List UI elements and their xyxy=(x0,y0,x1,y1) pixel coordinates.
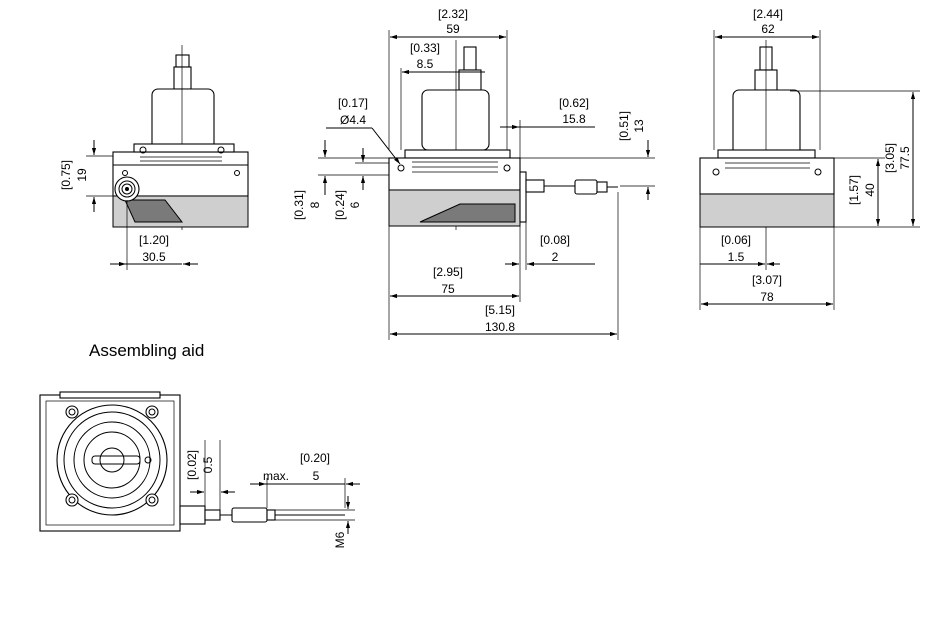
dim-59-mm: 59 xyxy=(446,22,460,36)
dim-2-mm: 2 xyxy=(552,250,559,264)
dim-59-inch: [2.32] xyxy=(438,7,468,21)
front-view-middle xyxy=(388,40,618,230)
dim-2-inch: [0.08] xyxy=(540,233,570,247)
dim-75-inch: [2.95] xyxy=(433,265,463,279)
side-view-left xyxy=(112,45,249,230)
dim-78-inch: [3.07] xyxy=(752,273,782,287)
dim-77-5-inch: [3.05] xyxy=(883,143,897,173)
dim-130-8-inch: [5.15] xyxy=(485,303,515,317)
dim-30-5-mm: 30.5 xyxy=(142,250,166,264)
dim-8-5-mm: 8.5 xyxy=(417,57,434,71)
dim-13-inch: [0.51] xyxy=(617,111,631,141)
dim-130-8-mm: 130.8 xyxy=(485,320,515,334)
dim-40-inch: [1.57] xyxy=(847,175,861,205)
dim-77-5-mm: 77.5 xyxy=(898,146,912,170)
dim-8-5-inch: [0.33] xyxy=(410,41,440,55)
side-view-right xyxy=(699,40,835,230)
dim-15-8-mm: 15.8 xyxy=(562,112,586,126)
dim-1-5-inch: [0.06] xyxy=(721,233,751,247)
dim-13-mm: 13 xyxy=(632,119,646,133)
dim-m6: M6 xyxy=(333,531,347,548)
dim-5-mm: 5 xyxy=(313,469,320,483)
dim-15-8-inch: [0.62] xyxy=(559,96,589,110)
dim-78-mm: 78 xyxy=(760,290,774,304)
dim-4-4-inch: [0.17] xyxy=(338,96,368,110)
dimension-lines xyxy=(86,30,920,534)
dim-6-mm: 6 xyxy=(348,201,362,208)
dim-8-inch: [0.31] xyxy=(292,190,306,220)
dim-5-inch: [0.20] xyxy=(300,451,330,465)
title-assembling-aid: Assembling aid xyxy=(89,341,204,360)
dimension-labels: Assembling aid [2.32] 59 [0.33] 8.5 [2.4… xyxy=(59,7,912,548)
dim-75-mm: 75 xyxy=(441,282,455,296)
dim-1-5-mm: 1.5 xyxy=(728,250,745,264)
dim-0-5-mm: 0.5 xyxy=(201,456,215,473)
dim-40-mm: 40 xyxy=(863,183,877,197)
dim-6-inch: [0.24] xyxy=(333,190,347,220)
dim-19-mm: 19 xyxy=(75,168,89,182)
dim-4-4-mm: Ø4.4 xyxy=(340,113,366,127)
assembling-aid-view xyxy=(39,391,345,532)
dim-19-inch: [0.75] xyxy=(59,160,73,190)
dim-62-mm: 62 xyxy=(761,22,775,36)
dim-30-5-inch: [1.20] xyxy=(139,233,169,247)
dim-8-mm: 8 xyxy=(308,201,322,208)
dim-5-max: max. xyxy=(263,469,289,483)
dim-0-5-inch: [0.02] xyxy=(185,450,199,480)
dim-62-inch: [2.44] xyxy=(753,7,783,21)
